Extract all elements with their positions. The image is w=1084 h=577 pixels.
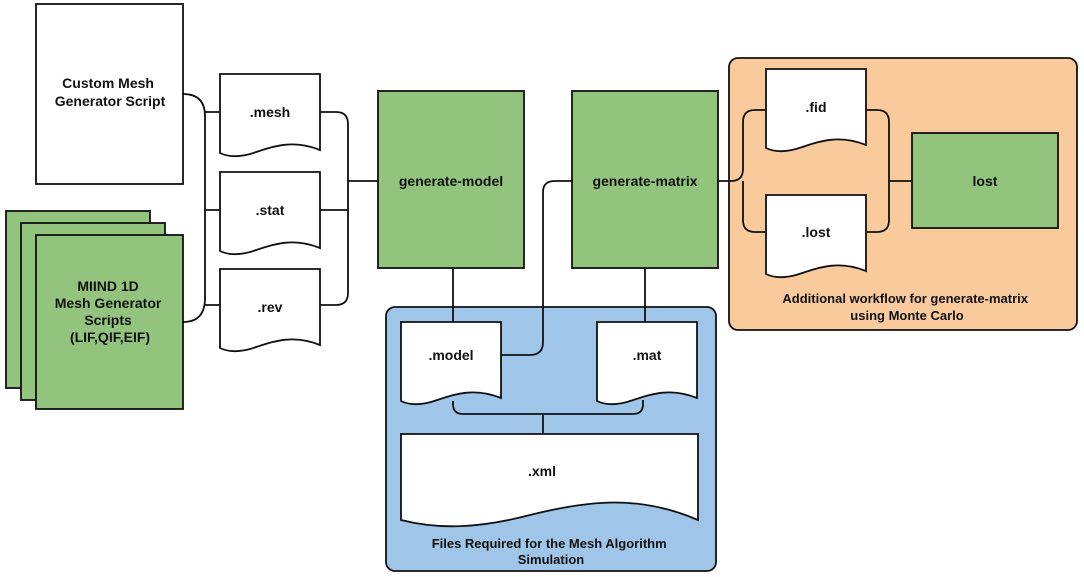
monte-carlo-group-caption: Additional workflow for generate-matrix … bbox=[782, 291, 1031, 323]
miind-scripts-label: MIIND 1D Mesh Generator Scripts (LIF,QIF… bbox=[55, 278, 165, 345]
miind-script-card-front bbox=[35, 234, 184, 410]
custom-script-label: Custom Mesh Generator Script bbox=[55, 75, 166, 109]
connector-scripts-to-files bbox=[182, 93, 220, 323]
generate-model-process bbox=[377, 90, 525, 269]
lost-file-label: .lost bbox=[802, 224, 831, 240]
generate-matrix-label: generate-matrix bbox=[592, 173, 697, 189]
xml-file-label: .xml bbox=[528, 463, 556, 479]
connector-files-to-generate-model bbox=[320, 111, 378, 306]
xml-file-shape bbox=[400, 433, 699, 528]
lost-process bbox=[911, 132, 1059, 229]
lost-file-shape bbox=[765, 194, 867, 279]
stat-file-label: .stat bbox=[256, 202, 285, 218]
lost-process-label: lost bbox=[973, 173, 998, 189]
rev-file-label: .rev bbox=[258, 299, 283, 315]
mesh-file-label: .mesh bbox=[250, 104, 290, 120]
stat-file-shape bbox=[219, 171, 321, 256]
fid-file-label: .fid bbox=[806, 99, 827, 115]
fid-file-shape bbox=[765, 68, 867, 153]
miind-scripts-stack: MIIND 1D Mesh Generator Scripts (LIF,QIF… bbox=[5, 210, 184, 410]
connector-fid-lost-to-lost-process bbox=[866, 109, 912, 233]
mesh-file-shape bbox=[219, 73, 321, 158]
rev-file-shape bbox=[219, 268, 321, 353]
generate-model-label: generate-model bbox=[399, 173, 503, 189]
custom-script-box bbox=[35, 3, 184, 185]
connector-model-mat-to-xml bbox=[452, 400, 644, 434]
connector-generate-matrix-to-fid-lost bbox=[718, 109, 766, 233]
simulation-group-caption: Files Required for the Mesh Algorithm Si… bbox=[432, 536, 671, 567]
generate-matrix-process bbox=[571, 90, 719, 269]
mat-file-shape bbox=[596, 321, 698, 406]
mat-file-label: .mat bbox=[633, 347, 662, 363]
model-file-label: .model bbox=[428, 347, 473, 363]
model-file-shape bbox=[400, 321, 502, 406]
connector-model-to-generate-matrix bbox=[501, 180, 572, 356]
